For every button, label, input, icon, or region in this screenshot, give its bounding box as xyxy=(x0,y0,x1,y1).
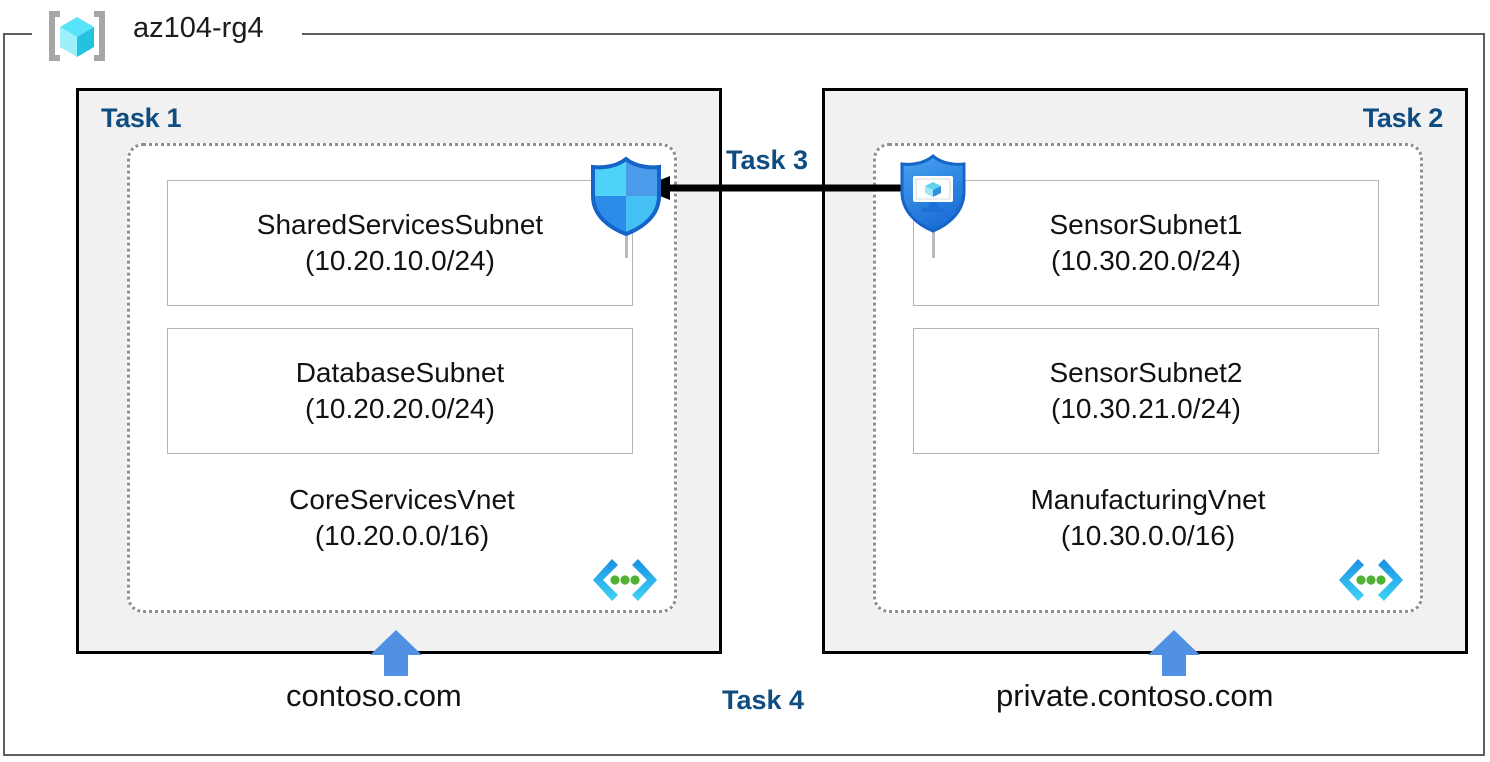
subnet-cidr: (10.30.21.0/24) xyxy=(1051,393,1241,424)
subnet-sensor-2: SensorSubnet2 (10.30.21.0/24) xyxy=(913,328,1379,454)
vnet-name: ManufacturingVnet xyxy=(1030,484,1266,515)
vnet-cidr: (10.20.0.0/16) xyxy=(314,520,490,552)
resource-group-title: az104-rg4 xyxy=(133,12,264,44)
dns-zone-label-private-contoso: private.contoso.com xyxy=(996,678,1274,713)
virtual-network-icon xyxy=(1338,556,1404,604)
vnet-caption: CoreServicesVnet (10.20.0.0/16) xyxy=(130,482,674,555)
vnet-cidr: (10.30.0.0/16) xyxy=(1060,520,1236,552)
subnet-shared-services: SharedServicesSubnet (10.20.10.0/24) xyxy=(167,180,633,306)
subnet-cidr: (10.30.20.0/24) xyxy=(1051,245,1241,276)
subnet-sensor-1: SensorSubnet1 (10.30.20.0/24) xyxy=(913,180,1379,306)
peering-arrow xyxy=(640,172,905,204)
vnet-box-coreservices: SharedServicesSubnet (10.20.10.0/24) Dat… xyxy=(127,143,677,613)
dns-zone-label-contoso: contoso.com xyxy=(286,678,462,713)
resource-group-cube-icon xyxy=(44,8,110,64)
firewall-icon-stem xyxy=(625,224,628,258)
subnet-name: SharedServicesSubnet xyxy=(256,209,544,241)
vnet-caption: ManufacturingVnet (10.30.0.0/16) xyxy=(876,482,1420,555)
subnet-name: DatabaseSubnet xyxy=(295,357,505,389)
subnet-name: SensorSubnet1 xyxy=(1049,209,1243,241)
task-3-label: Task 3 xyxy=(722,145,813,176)
shield-virtual-machine-icon xyxy=(893,152,973,234)
dns-up-arrow-private-contoso-icon xyxy=(1148,630,1200,676)
task-panel-1: Task 1 SharedServicesSubnet (10.20.10.0/… xyxy=(76,88,722,654)
task-1-label: Task 1 xyxy=(101,103,182,133)
subnet-name: SensorSubnet2 xyxy=(1049,357,1243,389)
shield-firewall-icon xyxy=(586,156,666,237)
subnet-cidr: (10.20.10.0/24) xyxy=(305,245,495,276)
task-2-label: Task 2 xyxy=(1362,103,1444,133)
task-4-label: Task 4 xyxy=(722,685,805,715)
subnet-database: DatabaseSubnet (10.20.20.0/24) xyxy=(167,328,633,454)
vnet-name: CoreServicesVnet xyxy=(289,484,515,515)
subnet-cidr: (10.20.20.0/24) xyxy=(305,393,495,424)
vnet-box-manufacturing: SensorSubnet1 (10.30.20.0/24) SensorSubn… xyxy=(873,143,1423,613)
vm-shield-icon-stem xyxy=(932,222,935,258)
resource-group-frame xyxy=(3,33,1485,756)
virtual-network-icon xyxy=(592,556,658,604)
dns-up-arrow-contoso-icon xyxy=(370,630,422,676)
